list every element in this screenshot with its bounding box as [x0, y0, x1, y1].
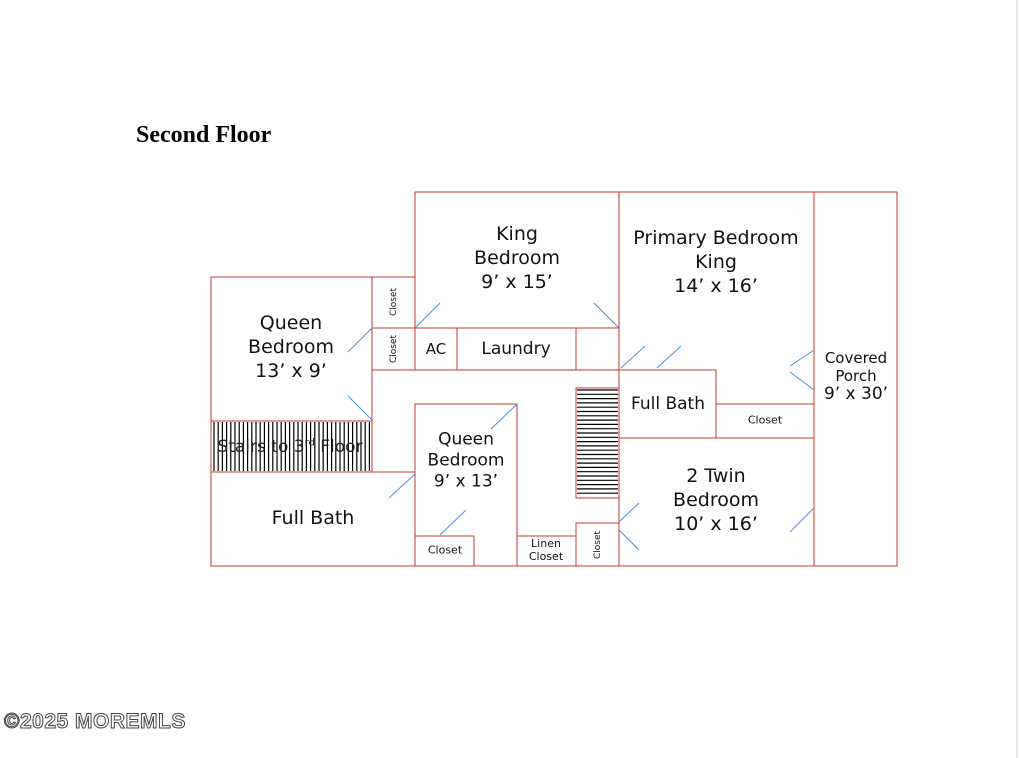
stairs-center-box [575, 387, 620, 499]
stairs-left-box [210, 420, 373, 473]
door-swing [656, 345, 682, 369]
full-bath-left-label: Full Bath [271, 507, 355, 529]
stairs-label: Stairs to 3rd Floor [217, 437, 363, 457]
linen-closet-label: Linen Closet [528, 537, 564, 563]
twin-bedroom-label: 2 Twin Bedroom 10’ x 16’ [673, 465, 759, 535]
door-swing [618, 502, 640, 523]
queen-bedroom-left-label: Queen Bedroom 13’ x 9’ [248, 312, 334, 382]
queen-bedroom-center-label: Queen Bedroom 9’ x 13’ [427, 429, 505, 492]
door-swing [414, 302, 441, 329]
door-swing [388, 473, 416, 499]
king-bedroom-label: King Bedroom 9’ x 15’ [474, 223, 560, 293]
primary-closet-label: Closet [747, 413, 783, 427]
door-swing [347, 327, 373, 353]
ac-label: AC [425, 340, 447, 358]
covered-porch-label: Covered Porch 9’ x 30’ [823, 349, 889, 404]
door-swing [618, 529, 640, 551]
page-edge [1016, 0, 1018, 758]
primary-bedroom-label: Primary Bedroom King 14’ x 16’ [633, 227, 799, 297]
queen-closet-label: Closet [427, 543, 463, 557]
full-bath-right-label: Full Bath [631, 394, 705, 414]
door-swing [593, 302, 620, 329]
watermark: ©2025 MOREMLS [4, 710, 186, 734]
door-swing [490, 403, 518, 430]
page-title: Second Floor [136, 122, 272, 148]
door-swing [620, 345, 646, 369]
laundry-label: Laundry [481, 339, 551, 359]
door-swing [439, 509, 467, 536]
door-swing [789, 349, 815, 367]
door-swing [347, 395, 373, 421]
door-swing [789, 507, 815, 533]
hall-closet-label: Closet [593, 530, 603, 560]
closet-lower-label: Closet [389, 334, 399, 364]
closet-upper-label: Closet [389, 287, 399, 317]
door-swing [789, 371, 815, 391]
